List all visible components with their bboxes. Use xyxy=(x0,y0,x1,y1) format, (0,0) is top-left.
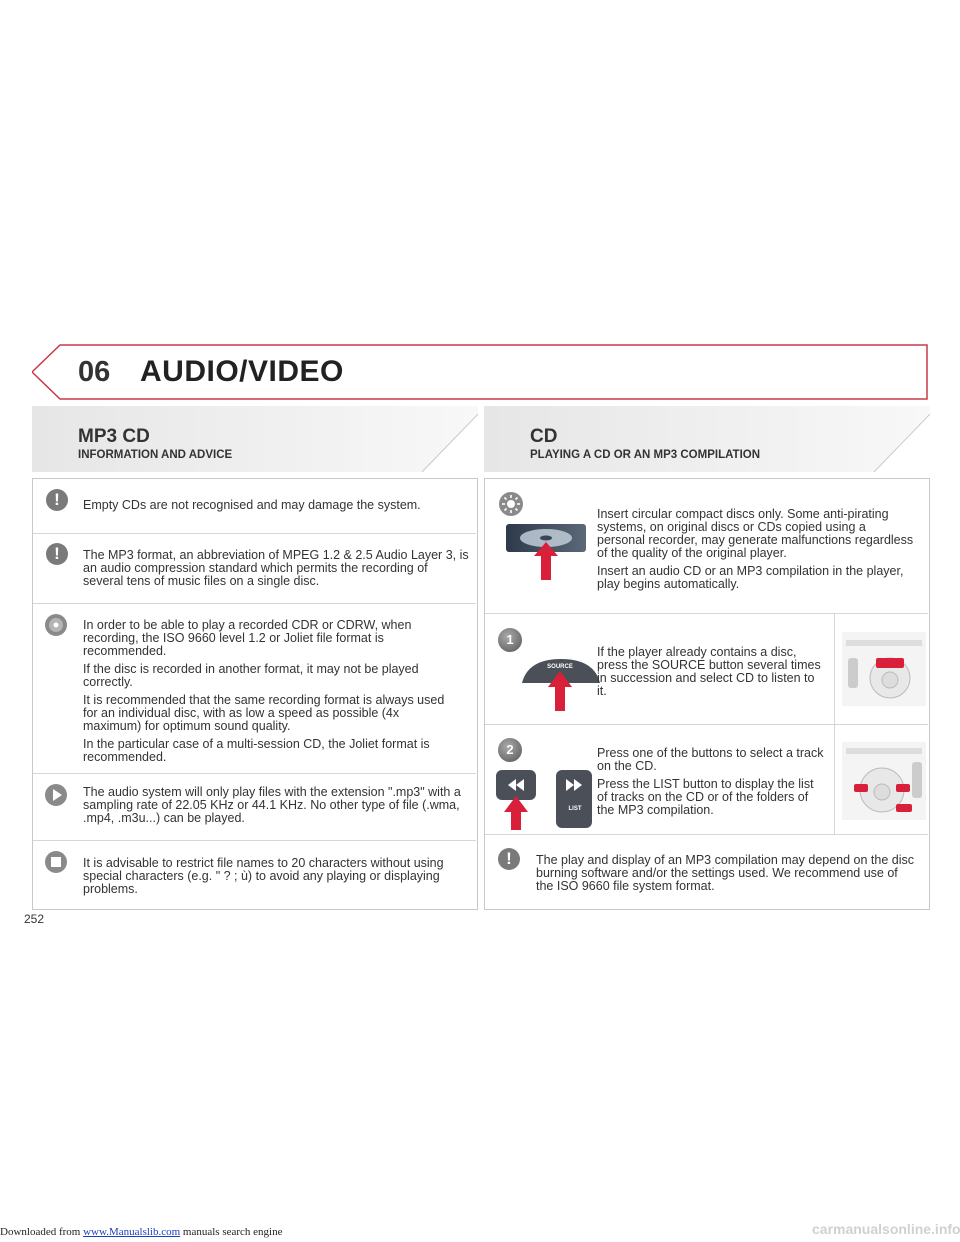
warning-empty-cd-text: Empty CDs are not recognised and may dam… xyxy=(83,498,421,512)
manualslib-link[interactable]: www.Manualslib.com xyxy=(83,1226,181,1238)
separator xyxy=(485,613,928,614)
separator xyxy=(33,773,476,774)
disc-format-p4: In the particular case of a multi-sessio… xyxy=(83,737,430,764)
disc-format-p1: In order to be able to play a recorded C… xyxy=(83,618,412,658)
divider xyxy=(834,614,835,724)
left-section-title: MP3 CD xyxy=(78,426,150,447)
right-section-title: CD xyxy=(530,426,558,447)
chapter-title: AUDIO/VIDEO xyxy=(140,355,344,388)
left-section-header-bg xyxy=(32,406,478,472)
disc-format-p2: If the disc is recorded in another forma… xyxy=(83,662,419,689)
file-extension-text: The audio system will only play files wi… xyxy=(83,785,461,825)
separator xyxy=(485,834,928,835)
step-1-text: If the player already contains a disc, p… xyxy=(597,645,821,698)
separator xyxy=(33,533,476,534)
file-name-advice-text: It is advisable to restrict file names t… xyxy=(83,856,444,896)
download-footer: Downloaded from www.Manualslib.com manua… xyxy=(0,1226,282,1238)
step-1-badge: 1 xyxy=(498,628,522,652)
footer-suffix: manuals search engine xyxy=(180,1226,283,1238)
warning-icon: ! xyxy=(46,543,68,565)
mp3-compilation-warning-text: The play and display of an MP3 compilati… xyxy=(536,853,915,893)
track-buttons-illustration xyxy=(496,770,592,830)
warning-icon: ! xyxy=(498,848,520,870)
insert-disc-text: Insert circular compact discs only. Some… xyxy=(597,508,917,596)
separator xyxy=(33,603,476,604)
source-button-illustration xyxy=(522,659,600,711)
page-number: 252 xyxy=(24,912,45,926)
right-section-subtitle: PLAYING A CD OR AN MP3 COMPILATION xyxy=(530,449,761,461)
warning-icon: ! xyxy=(46,489,68,511)
separator xyxy=(33,840,476,841)
right-section-header-bg xyxy=(484,406,930,472)
footer-prefix: Downloaded from xyxy=(0,1226,84,1238)
watermark: carmanualsonline.info xyxy=(812,1221,960,1237)
mp3-format-text: The MP3 format, an abbreviation of MPEG … xyxy=(83,548,469,588)
left-info-panel xyxy=(32,478,478,910)
play-icon xyxy=(45,784,67,806)
stop-icon xyxy=(45,851,67,873)
step-2-p2: Press the LIST button to display the lis… xyxy=(597,777,814,817)
chapter-number: 06 xyxy=(78,356,111,388)
light-icon xyxy=(499,492,523,516)
step-2-text: Press one of the buttons to select a tra… xyxy=(597,747,827,822)
disc-icon xyxy=(45,614,67,636)
step-2-badge: 2 xyxy=(498,738,522,762)
source-button-label: SOURCE xyxy=(547,664,573,670)
step-2-p1: Press one of the buttons to select a tra… xyxy=(597,746,824,773)
cd-slot-illustration xyxy=(506,524,586,580)
disc-format-text: In order to be able to play a recorded C… xyxy=(83,619,455,769)
list-button-label: LIST xyxy=(568,806,582,812)
radio-panel-source-illustration xyxy=(842,632,926,706)
separator xyxy=(485,724,928,725)
insert-disc-p1: Insert circular compact discs only. Some… xyxy=(597,507,914,560)
disc-format-p3: It is recommended that the same recordin… xyxy=(83,693,445,733)
insert-disc-p2: Insert an audio CD or an MP3 compilation… xyxy=(597,564,904,591)
divider xyxy=(834,725,835,834)
radio-panel-list-illustration xyxy=(842,742,926,820)
left-section-subtitle: INFORMATION AND ADVICE xyxy=(78,449,233,461)
chapter-header-bar xyxy=(32,344,928,400)
